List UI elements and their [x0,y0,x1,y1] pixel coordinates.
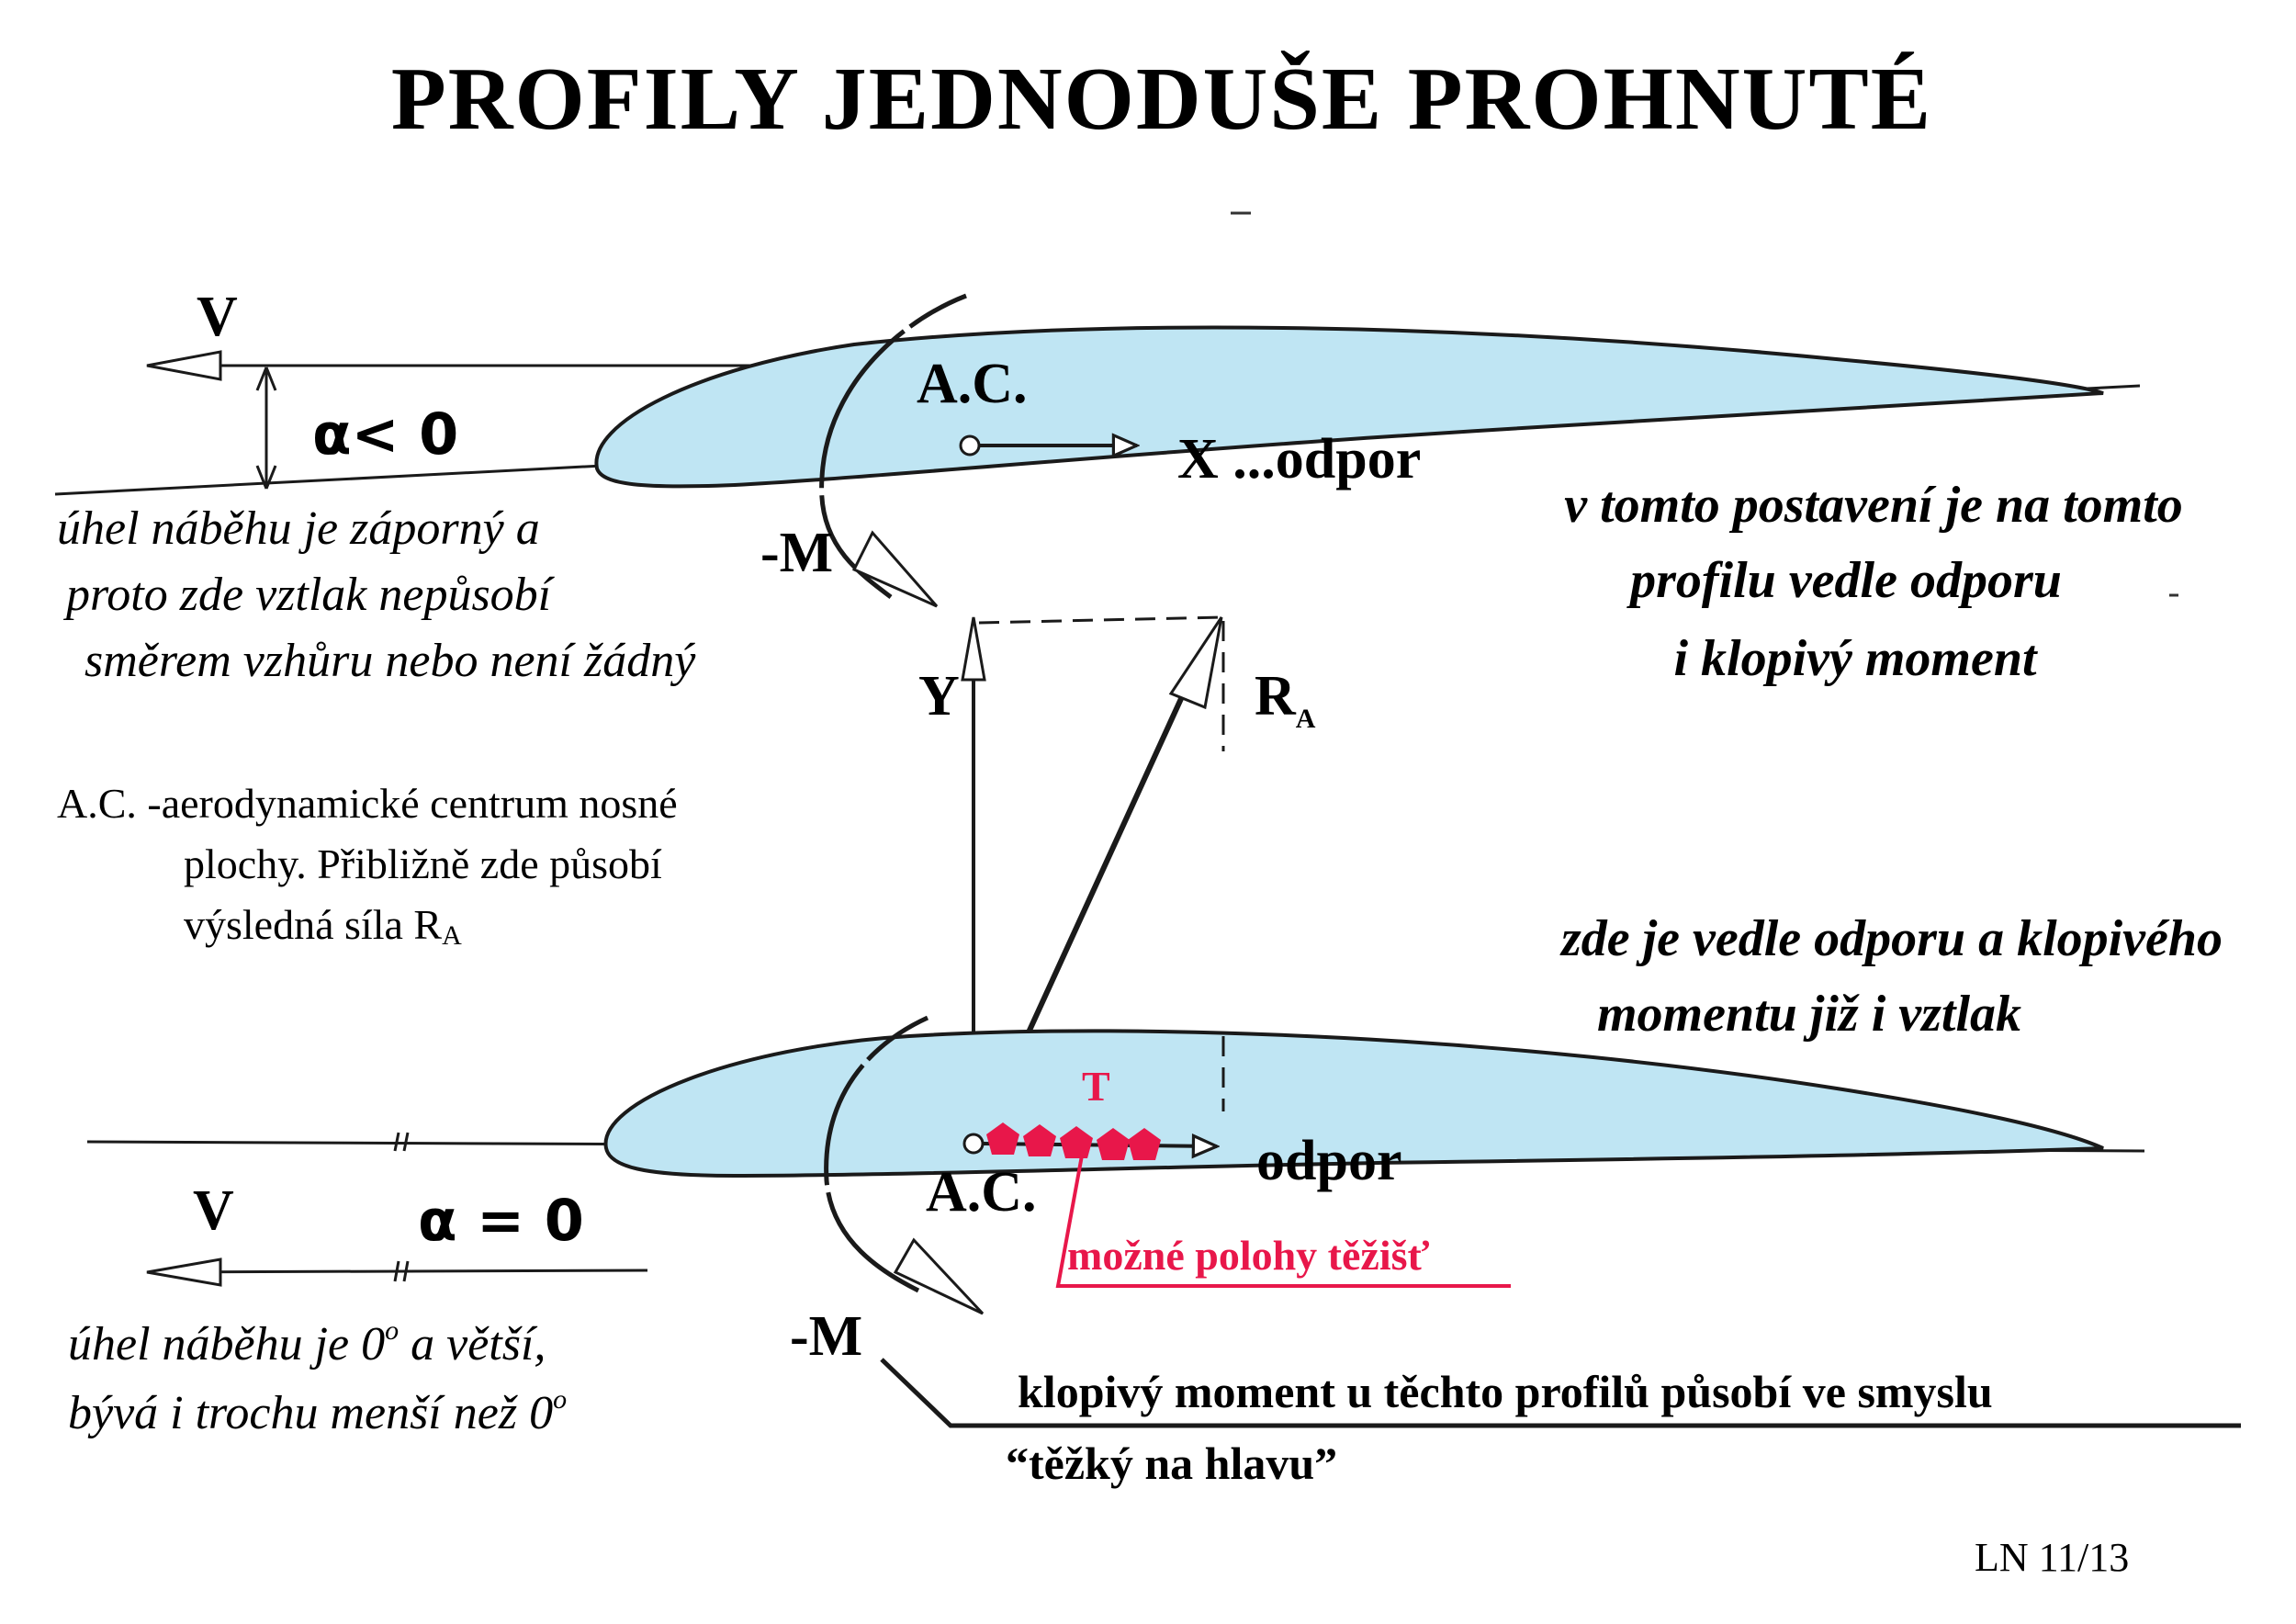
bottom-caption-line-2-text: bývá i trochu menší než 0 [68,1387,553,1439]
cg-positions [986,1122,1161,1160]
top-alpha-label: α< 0 [312,400,458,468]
page-title: PROFILY JEDNODUŠE PROHNUTÉ [391,50,1932,149]
bottom-caption-line-1-text: úhel náběhu je 0 [68,1318,385,1370]
bottom-reference-ticks [393,1132,410,1152]
bottom-profile: T A.C. odpor možné polohy těžišť -M V α … [86,1015,2241,1428]
bottom-moment-arc [824,1015,929,1293]
cg-label: T [1082,1063,1110,1110]
bottom-caption: úhel náběhu je 0o a větší, bývá i trochu… [68,1315,567,1439]
resultant-letter: R [1255,665,1297,727]
cg-leader-line [1055,1155,1511,1288]
resultant-label: RA [1255,665,1316,734]
bottom-velocity-ticks [393,1260,410,1282]
cg-marker [1023,1124,1056,1156]
top-moment-label: -M [760,522,833,584]
top-note: v tomto postavení je na tomto profilu ve… [1564,477,2183,687]
construction-top [978,615,1222,625]
bottom-note-line-1: zde je vedle odporu a klopivého [1559,910,2223,967]
top-caption: úhel náběhu je záporný a proto zde vztla… [57,502,696,687]
cg-positions-label: možné polohy těžišť [1067,1232,1430,1279]
cg-marker [1097,1128,1130,1160]
bottom-velocity-label: V [193,1179,234,1242]
ac-definition-line-3-text: výsledná síla R [184,901,442,948]
top-caption-line-1: úhel náběhu je záporný a [57,502,540,555]
page-number: LN 11/13 [1975,1535,2129,1580]
ac-definition-line-3-sub: A [442,920,462,951]
ac-definition-line-2: plochy. Přibližně zde působí [184,840,662,887]
bottom-ac-point [962,1133,985,1155]
top-velocity-arrow [146,350,222,381]
ac-definition-line-1: A.C. -aerodynamické centrum nosné [57,780,678,827]
moment-note-line-1: klopivý moment u těchto profilů působí v… [1018,1366,1993,1417]
top-ac-label: A.C. [917,353,1028,415]
top-alpha-arrow-up [255,367,277,391]
top-caption-line-3: směrem vzhůru nebo není žádný [84,635,696,687]
bottom-caption-line-1-end: a větší, [399,1318,546,1370]
moment-note-leader [880,1358,2241,1428]
moment-note-line-2: “těžký na hlavu” [1006,1438,1337,1489]
top-note-line-3: i klopivý moment [1673,630,2038,687]
bottom-velocity-arrow [146,1257,222,1287]
top-caption-line-2: proto zde vztlak nepůsobí [62,569,556,621]
ac-definition-line-3: výsledná síla RA [184,901,462,951]
bottom-note-line-2: momentu již i vztlak [1597,986,2021,1043]
bottom-caption-line-2: bývá i trochu menší než 0o [68,1384,567,1439]
top-velocity-label: V [197,286,238,348]
bottom-caption-line-2-sup: o [553,1384,567,1415]
top-moment-arrow [851,530,939,608]
top-ac-point [959,434,981,457]
ac-definition: A.C. -aerodynamické centrum nosné plochy… [57,780,678,951]
bottom-alpha-label: α = 0 [418,1187,584,1254]
resultant-subscript: A [1296,704,1316,734]
top-note-line-1: v tomto postavení je na tomto [1564,477,2183,534]
lift-label: Y [918,665,960,727]
top-profile: V α< 0 A.C. X ...odpor -M [54,286,2141,608]
resultant-arrow [1168,616,1223,710]
top-note-line-2: profilu vedle odporu [1626,552,2062,609]
top-drag-label: X ...odpor [1177,428,1421,491]
lift-arrow [961,616,986,682]
top-alpha-arrow-down [255,465,277,490]
bottom-note: zde je vedle odporu a klopivého momentu … [1559,910,2223,1043]
cg-marker [1060,1126,1093,1158]
cg-marker [986,1122,1019,1155]
cg-marker [1128,1128,1161,1160]
bottom-moment-label: -M [790,1305,862,1368]
bottom-moment-arrow [893,1237,985,1315]
bottom-caption-line-1: úhel náběhu je 0o a větší, [68,1315,546,1370]
moment-note: klopivý moment u těchto profilů působí v… [1006,1366,1993,1489]
bottom-drag-label: odpor [1256,1130,1401,1192]
bottom-caption-line-1-sup: o [385,1315,399,1346]
bottom-ac-label: A.C. [926,1161,1037,1224]
